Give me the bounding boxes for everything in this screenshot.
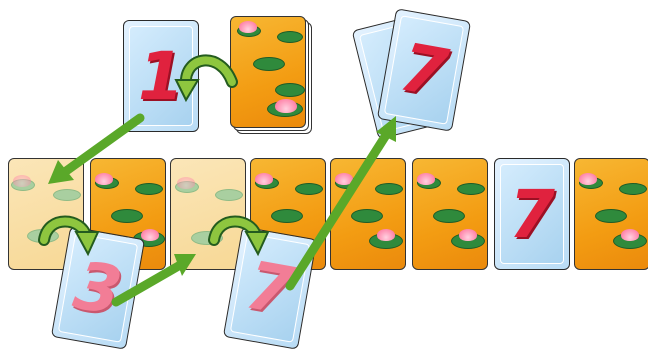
straight-arrow-icon bbox=[116, 254, 196, 302]
straight-arrow-icon bbox=[48, 118, 140, 184]
curved-arrow-icon bbox=[176, 60, 232, 100]
curved-arrow-icon bbox=[214, 222, 268, 255]
straight-arrow-icon bbox=[290, 116, 396, 286]
curved-arrow-icon bbox=[44, 222, 98, 255]
